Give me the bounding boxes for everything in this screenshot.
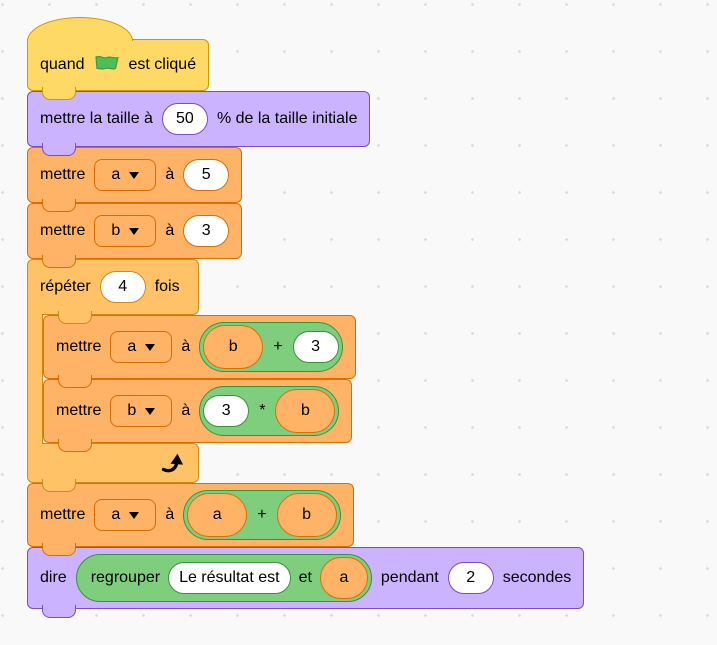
block-set-a-sum[interactable]: mettre a à a + b: [27, 483, 354, 556]
repeat-spine: [27, 313, 43, 445]
value-input[interactable]: 3: [183, 215, 230, 247]
repeat-header[interactable]: répéter 4 fois: [27, 259, 199, 324]
block-label: % de la taille initiale: [216, 110, 358, 127]
variable-reporter-b[interactable]: b: [275, 389, 336, 433]
repeat-footer[interactable]: [27, 443, 199, 492]
block-label: mettre: [40, 222, 86, 239]
puzzle-tab: [42, 543, 76, 556]
puzzle-tab: [42, 479, 76, 492]
puzzle-tab: [42, 143, 76, 156]
block-label: secondes: [502, 569, 572, 586]
operator-add-block[interactable]: b + 3: [199, 322, 343, 372]
block-label: mettre la taille à: [40, 110, 153, 127]
block-set-b-expression[interactable]: mettre b à 3 * b: [43, 379, 353, 452]
block-label: mettre: [40, 506, 86, 523]
block-label: à: [165, 222, 175, 239]
puzzle-tab: [42, 199, 76, 212]
block-label: à: [181, 402, 191, 419]
duration-input[interactable]: 2: [447, 562, 494, 594]
block-label: fois: [154, 278, 180, 295]
loop-arrow-icon: [160, 451, 184, 475]
block-label: mettre: [40, 166, 86, 183]
block-set-a-expression[interactable]: mettre a à b + 3: [43, 315, 356, 388]
block-label: à: [165, 166, 175, 183]
variable-reporter-a[interactable]: a: [319, 557, 368, 599]
operator-multiply-block[interactable]: 3 * b: [199, 386, 340, 436]
operand-input[interactable]: 3: [203, 395, 250, 427]
block-label: à: [165, 506, 175, 523]
variable-reporter-a[interactable]: a: [187, 493, 248, 537]
puzzle-tab: [58, 311, 92, 324]
script-stack: quand est cliqué mettre la taille à 50 %…: [27, 15, 585, 618]
block-label: dire: [40, 569, 67, 586]
operator-symbol: *: [259, 402, 266, 419]
puzzle-tab: [58, 439, 92, 452]
operator-symbol: +: [257, 506, 267, 523]
size-input[interactable]: 50: [161, 103, 208, 135]
block-set-variable-a[interactable]: mettre a à 5: [27, 147, 243, 212]
variable-dropdown[interactable]: a: [110, 331, 173, 363]
green-flag-icon: [94, 55, 120, 76]
variable-dropdown[interactable]: b: [94, 215, 157, 247]
value-input[interactable]: 5: [183, 159, 230, 191]
block-when-flag-clicked[interactable]: quand est cliqué: [27, 17, 210, 100]
puzzle-tab: [42, 255, 76, 268]
hat-dome: [27, 17, 133, 41]
variable-dropdown[interactable]: a: [94, 499, 157, 531]
dropdown-arrow-icon: [145, 343, 156, 351]
block-set-size[interactable]: mettre la taille à 50 % de la taille ini…: [27, 91, 371, 156]
dropdown-arrow-icon: [129, 171, 140, 179]
block-label: pendant: [380, 569, 439, 586]
variable-dropdown[interactable]: b: [110, 395, 173, 427]
block-label: et: [298, 569, 312, 586]
block-label: est cliqué: [128, 56, 197, 73]
repeat-body: mettre a à b + 3: [43, 315, 356, 452]
block-label: mettre: [56, 338, 102, 355]
block-repeat[interactable]: répéter 4 fois mettre a: [27, 259, 584, 492]
block-label: quand: [40, 56, 85, 73]
dropdown-arrow-icon: [145, 407, 156, 415]
operator-add-block[interactable]: a + b: [183, 490, 341, 540]
dropdown-arrow-icon: [129, 511, 140, 519]
variable-dropdown[interactable]: a: [94, 159, 157, 191]
join-operator-block[interactable]: regrouper Le résultat est et a: [75, 554, 372, 602]
puzzle-tab: [42, 87, 76, 100]
variable-reporter-b[interactable]: b: [276, 493, 337, 537]
operator-symbol: +: [273, 338, 283, 355]
operand-input[interactable]: 3: [292, 331, 339, 363]
block-set-variable-b[interactable]: mettre b à 3: [27, 203, 243, 268]
puzzle-tab: [42, 605, 76, 618]
block-say[interactable]: dire regrouper Le résultat est et a pend…: [27, 547, 585, 618]
block-label: à: [181, 338, 191, 355]
dropdown-arrow-icon: [129, 227, 140, 235]
puzzle-tab: [58, 375, 92, 388]
join-text-input[interactable]: Le résultat est: [168, 562, 291, 594]
repeat-times-input[interactable]: 4: [99, 271, 146, 303]
block-label: regrouper: [90, 569, 161, 586]
block-label: répéter: [40, 278, 91, 295]
block-label: mettre: [56, 402, 102, 419]
variable-reporter-b[interactable]: b: [203, 325, 264, 369]
